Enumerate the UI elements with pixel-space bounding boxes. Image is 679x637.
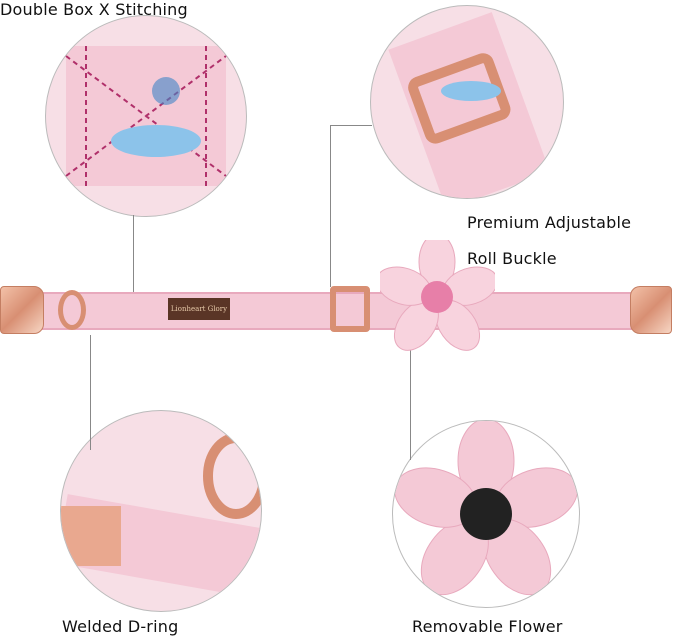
side-release-buckle [0, 286, 44, 334]
connector-stitching [133, 215, 134, 293]
collar-band [30, 292, 650, 330]
label-roll-buckle: Roll Buckle [467, 249, 557, 268]
label-double-box-stitching: Double Box X Stitching [0, 0, 188, 19]
stitching-detail-image [45, 15, 247, 217]
flower-accessory [380, 240, 495, 351]
leather-brand-tag: Lionheart Glory [168, 298, 230, 320]
connector-buckle-v [330, 125, 331, 287]
flower-back-icon [394, 421, 578, 596]
roll-buckle-icon [388, 12, 550, 198]
flower-detail-image [392, 420, 580, 608]
buckle-detail-image [370, 5, 564, 199]
dring-detail-image [60, 410, 262, 612]
label-removable-flower: Removable Flower [412, 617, 563, 636]
connector-buckle-h [330, 125, 372, 126]
stitching-pattern-icon [65, 46, 227, 186]
d-ring-icon [61, 433, 261, 598]
connector-flower [410, 345, 411, 460]
buckle-female [630, 286, 672, 334]
label-welded-dring: Welded D-ring [62, 617, 179, 636]
adjustable-buckle [330, 286, 370, 332]
connector-dring [90, 335, 91, 450]
label-premium-adjustable: Premium Adjustable [467, 213, 632, 232]
d-ring [58, 290, 86, 330]
